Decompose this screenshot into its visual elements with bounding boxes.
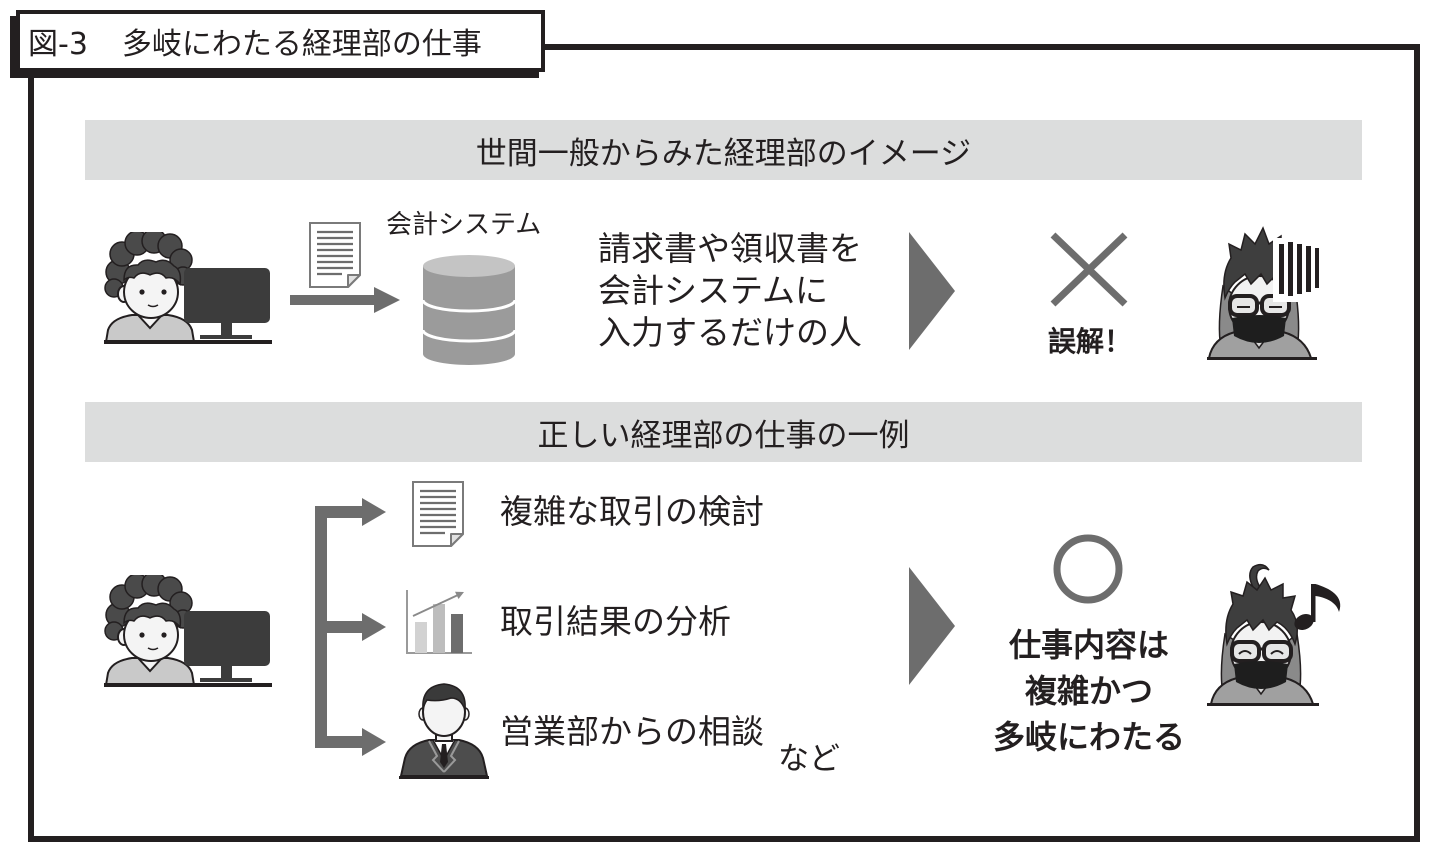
circle-mark-icon: [1053, 534, 1123, 604]
correct-conclusion: 仕事内容は 複雑かつ 多岐にわたる: [960, 622, 1218, 760]
accounting-system-label: 会計システム: [386, 210, 542, 240]
cross-mark-icon: [1050, 232, 1128, 307]
task-item: 営業部からの相談: [500, 712, 764, 751]
person-at-computer-icon: [104, 575, 273, 688]
music-note-icon: [1294, 584, 1341, 631]
task-item: 複雑な取引の検討: [500, 492, 764, 531]
arrow-right-icon: [327, 613, 386, 641]
misconception-description: 請求書や領収書を 会計システムに 入力するだけの人: [598, 228, 862, 354]
chevron-right-icon: [909, 232, 955, 350]
etc-label: など: [778, 741, 840, 777]
document-icon: [411, 480, 465, 548]
arrow-right-icon: [290, 287, 400, 313]
task-item: 取引結果の分析: [500, 602, 731, 641]
section-heading-public-image: 世間一般からみた経理部のイメージ: [85, 120, 1362, 180]
conclusion-line: 仕事内容は: [1008, 626, 1169, 664]
frustrated-person-icon: [1207, 226, 1321, 360]
bar-chart-icon: [406, 590, 472, 654]
businessman-icon: [399, 683, 489, 779]
document-icon: [308, 221, 362, 289]
bracket-line: [315, 506, 327, 748]
branch-arrows: [315, 498, 386, 756]
chevron-right-icon: [909, 567, 955, 685]
figure-frame: [28, 44, 1420, 842]
database-icon: [421, 255, 517, 365]
arrow-right-icon: [315, 728, 386, 756]
conclusion-line: 複雑かつ: [1024, 672, 1153, 710]
section-heading-text: 世間一般からみた経理部のイメージ: [475, 135, 972, 172]
conclusion-line: 多岐にわたる: [992, 718, 1185, 756]
description-line: 請求書や領収書を: [598, 229, 862, 268]
figure-title: 多岐にわたる経理部の仕事: [121, 27, 482, 62]
description-line: 会計システムに: [598, 271, 829, 310]
arrow-right-icon: [315, 498, 386, 526]
description-line: 入力するだけの人: [598, 313, 862, 352]
figure-number: 図-3: [28, 27, 88, 62]
section-heading-actual-work: 正しい経理部の仕事の一例: [85, 402, 1362, 462]
person-at-computer-icon: [104, 232, 273, 345]
section-heading-text: 正しい経理部の仕事の一例: [537, 417, 910, 454]
misconception-verdict: 誤解！: [1048, 325, 1133, 358]
happy-person-icon: [1207, 563, 1341, 706]
figure-title-tab: 図-3 多岐にわたる経理部の仕事: [16, 10, 545, 72]
